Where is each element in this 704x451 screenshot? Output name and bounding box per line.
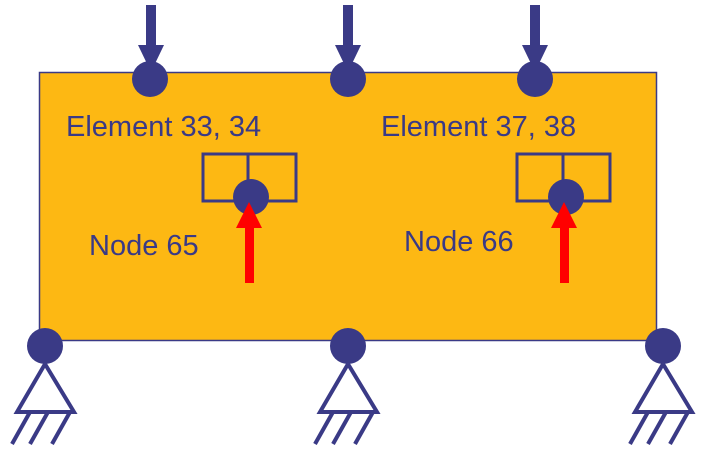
load-arrow-middle bbox=[335, 5, 361, 72]
node-65 bbox=[233, 179, 269, 215]
reaction-arrow-right bbox=[551, 202, 577, 283]
top-node-right bbox=[517, 61, 553, 97]
top-node-middle bbox=[330, 61, 366, 97]
support-right bbox=[628, 328, 696, 445]
support-left bbox=[10, 328, 78, 445]
node-66 bbox=[548, 179, 584, 215]
node-label-left: Node 65 bbox=[89, 230, 199, 262]
reaction-arrow-left bbox=[236, 202, 262, 283]
node-label-right: Node 66 bbox=[404, 226, 514, 258]
load-arrow-left bbox=[138, 5, 164, 72]
element-label-right: Element 37, 38 bbox=[381, 111, 576, 143]
support-middle bbox=[313, 328, 381, 445]
element-label-left: Element 33, 34 bbox=[66, 111, 261, 143]
top-node-left bbox=[132, 61, 168, 97]
load-arrow-right bbox=[522, 5, 548, 72]
